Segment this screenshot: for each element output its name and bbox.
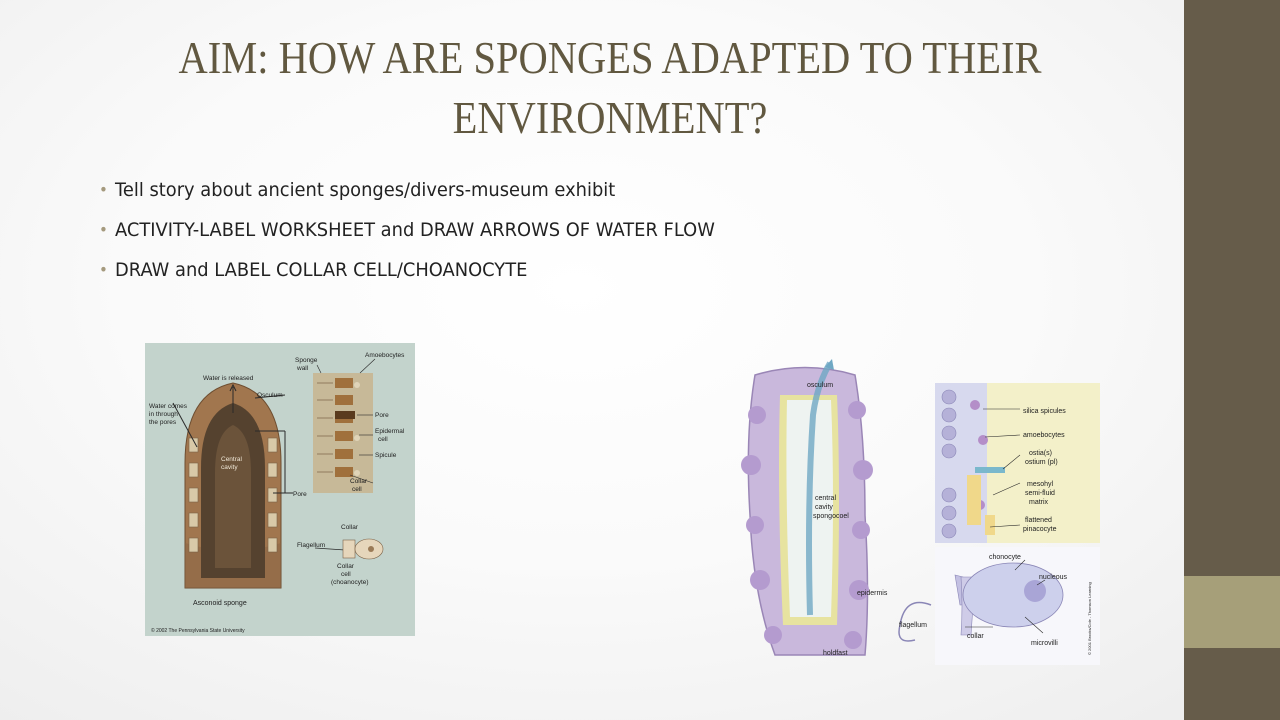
cell-layer-detail bbox=[935, 383, 1100, 543]
label-copyright-right: © 2001 Brooks/Cole - Thomson Learning bbox=[1087, 582, 1092, 655]
choanocyte-detail bbox=[898, 547, 1100, 665]
collar-cell-drawing bbox=[314, 538, 384, 560]
label-epidermal: Epidermal bbox=[375, 428, 405, 435]
detail-leader-lines bbox=[983, 408, 1021, 528]
label-water-released: Water is released bbox=[203, 375, 254, 382]
label-flattened: flattened bbox=[1025, 517, 1052, 524]
label-spicule: Spicule bbox=[375, 452, 397, 459]
label-collar-right: collar bbox=[967, 633, 984, 640]
label-the-pores: the pores bbox=[149, 419, 177, 426]
label-asconoid: Asconoid sponge bbox=[193, 600, 247, 607]
label-osculum: Osculum bbox=[257, 392, 283, 399]
label-ostia-1: ostia(s) bbox=[1029, 450, 1052, 457]
bullet-list: • Tell story about ancient sponges/divers… bbox=[99, 177, 753, 297]
side-band-accent bbox=[1184, 576, 1280, 648]
sponge-structure-diagram: osculum central cavity spongocoel epider… bbox=[741, 359, 1100, 665]
label-holdfast: holdfast bbox=[823, 650, 848, 657]
bullet-text: DRAW and LABEL COLLAR CELL/CHOANOCYTE bbox=[115, 259, 528, 281]
label-central: Central bbox=[221, 456, 243, 463]
label-spongocoel: spongocoel bbox=[813, 513, 849, 520]
title-line-2: ENVIRONMENT? bbox=[452, 92, 768, 143]
label-mesohyl-1: mesohyl bbox=[1027, 481, 1054, 488]
cavity-inner bbox=[215, 425, 251, 568]
label-collar-3: Collar bbox=[337, 563, 355, 570]
label-sponge: Sponge bbox=[295, 357, 318, 364]
label-choanocyte: (choanocyte) bbox=[331, 579, 369, 586]
label-pinacocyte: pinacocyte bbox=[1023, 526, 1057, 533]
label-chonocyte: chonocyte bbox=[989, 554, 1021, 561]
label-ostia-2: ostium (pl) bbox=[1025, 459, 1058, 466]
wall-leader-lines bbox=[316, 358, 376, 484]
label-cavity-right: cavity bbox=[815, 504, 833, 511]
label-collar-2: Collar bbox=[341, 524, 359, 531]
label-mesohyl-2: semi-fluid bbox=[1025, 490, 1055, 497]
bullet-text: ACTIVITY-LABEL WORKSHEET and DRAW ARROWS… bbox=[115, 219, 715, 241]
label-cavity: cavity bbox=[221, 464, 238, 471]
label-mesohyl-3: matrix bbox=[1029, 499, 1049, 506]
side-band bbox=[1184, 0, 1280, 720]
label-flagellum-right: flagellum bbox=[899, 622, 927, 629]
label-in-through: in through bbox=[149, 411, 178, 418]
title-line-1: AIM: HOW ARE SPONGES ADAPTED TO THEIR bbox=[178, 32, 1042, 83]
water-flow-arrows bbox=[172, 383, 293, 494]
label-cell-3: cell bbox=[341, 571, 351, 578]
label-flagellum: Flagellum bbox=[297, 542, 325, 549]
label-nucleous: nucleous bbox=[1039, 574, 1068, 581]
label-cell: cell bbox=[378, 436, 388, 443]
bullet-dot: • bbox=[99, 260, 108, 279]
label-copyright: © 2002 The Pennsylvania State University bbox=[151, 627, 245, 634]
label-water-comes: Water comes bbox=[149, 403, 188, 410]
sponge-tube bbox=[741, 359, 873, 656]
label-osculum-right: osculum bbox=[807, 382, 833, 389]
bullet-item: • ACTIVITY-LABEL WORKSHEET and DRAW ARROW… bbox=[99, 217, 715, 243]
label-collar: Collar bbox=[350, 478, 368, 485]
bullet-dot: • bbox=[99, 180, 108, 199]
label-wall: wall bbox=[296, 365, 309, 372]
wall-cells bbox=[188, 437, 278, 553]
label-collar-cell: cell bbox=[352, 486, 362, 493]
choanocyte-leader-lines bbox=[965, 559, 1046, 634]
bullet-text: Tell story about ancient sponges/divers-… bbox=[115, 179, 616, 201]
asconoid-sponge-diagram: Water is released Water comes in through… bbox=[145, 343, 415, 636]
label-microvilli: microvilli bbox=[1031, 640, 1058, 647]
label-amoebocytes: Amoebocytes bbox=[365, 352, 405, 359]
label-pore-left: Pore bbox=[293, 491, 307, 498]
label-central-right: central bbox=[815, 495, 836, 502]
label-silica: silica spicules bbox=[1023, 408, 1066, 415]
wall-detail bbox=[313, 373, 373, 493]
label-epidermis: epidermis bbox=[857, 590, 888, 597]
label-pore-right: Pore bbox=[375, 412, 389, 419]
bullet-item: • Tell story about ancient sponges/divers… bbox=[99, 177, 715, 203]
bullet-dot: • bbox=[99, 220, 108, 239]
label-amoebocytes-right: amoebocytes bbox=[1023, 432, 1065, 439]
bullet-item: • DRAW and LABEL COLLAR CELL/CHOANOCYTE bbox=[99, 257, 715, 283]
slide-title: AIM: HOW ARE SPONGES ADAPTED TO THEIR EN… bbox=[126, 28, 1094, 148]
